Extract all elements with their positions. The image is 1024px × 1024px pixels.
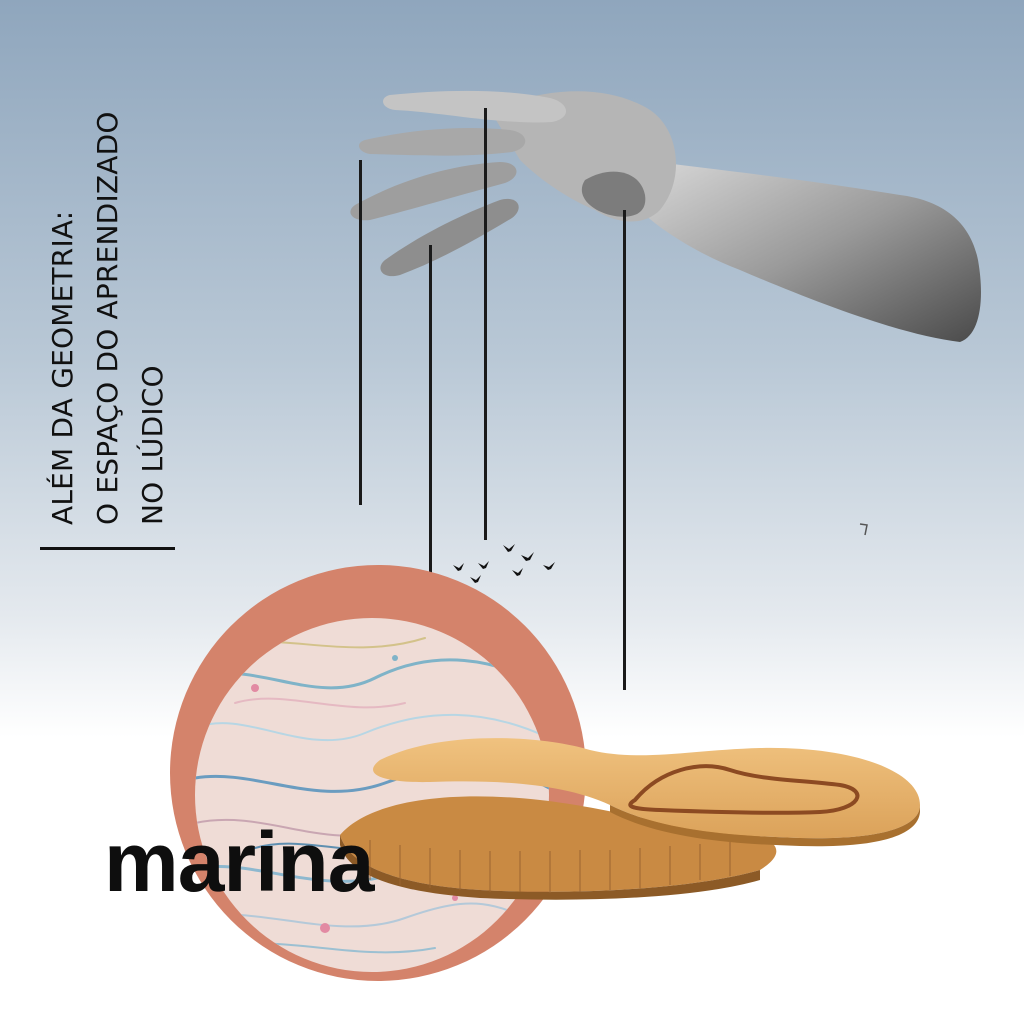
title-line-3: NO LÚDICO: [130, 30, 175, 550]
title-block: ALÉM DA GEOMETRIA: O ESPAÇO DO APRENDIZA…: [40, 20, 180, 550]
string-4: [623, 210, 626, 690]
brand-logo-text: marina: [104, 815, 374, 909]
hand-illustration: [350, 90, 981, 342]
string-2: [429, 245, 432, 690]
title-line-1: ALÉM DA GEOMETRIA:: [40, 30, 85, 550]
small-mark: [859, 523, 868, 536]
title-line-2: O ESPAÇO DO APRENDIZADO: [85, 30, 130, 550]
building-model: [340, 738, 920, 900]
string-3: [484, 108, 487, 540]
birds-flock: [453, 544, 555, 583]
string-1: [359, 160, 362, 505]
